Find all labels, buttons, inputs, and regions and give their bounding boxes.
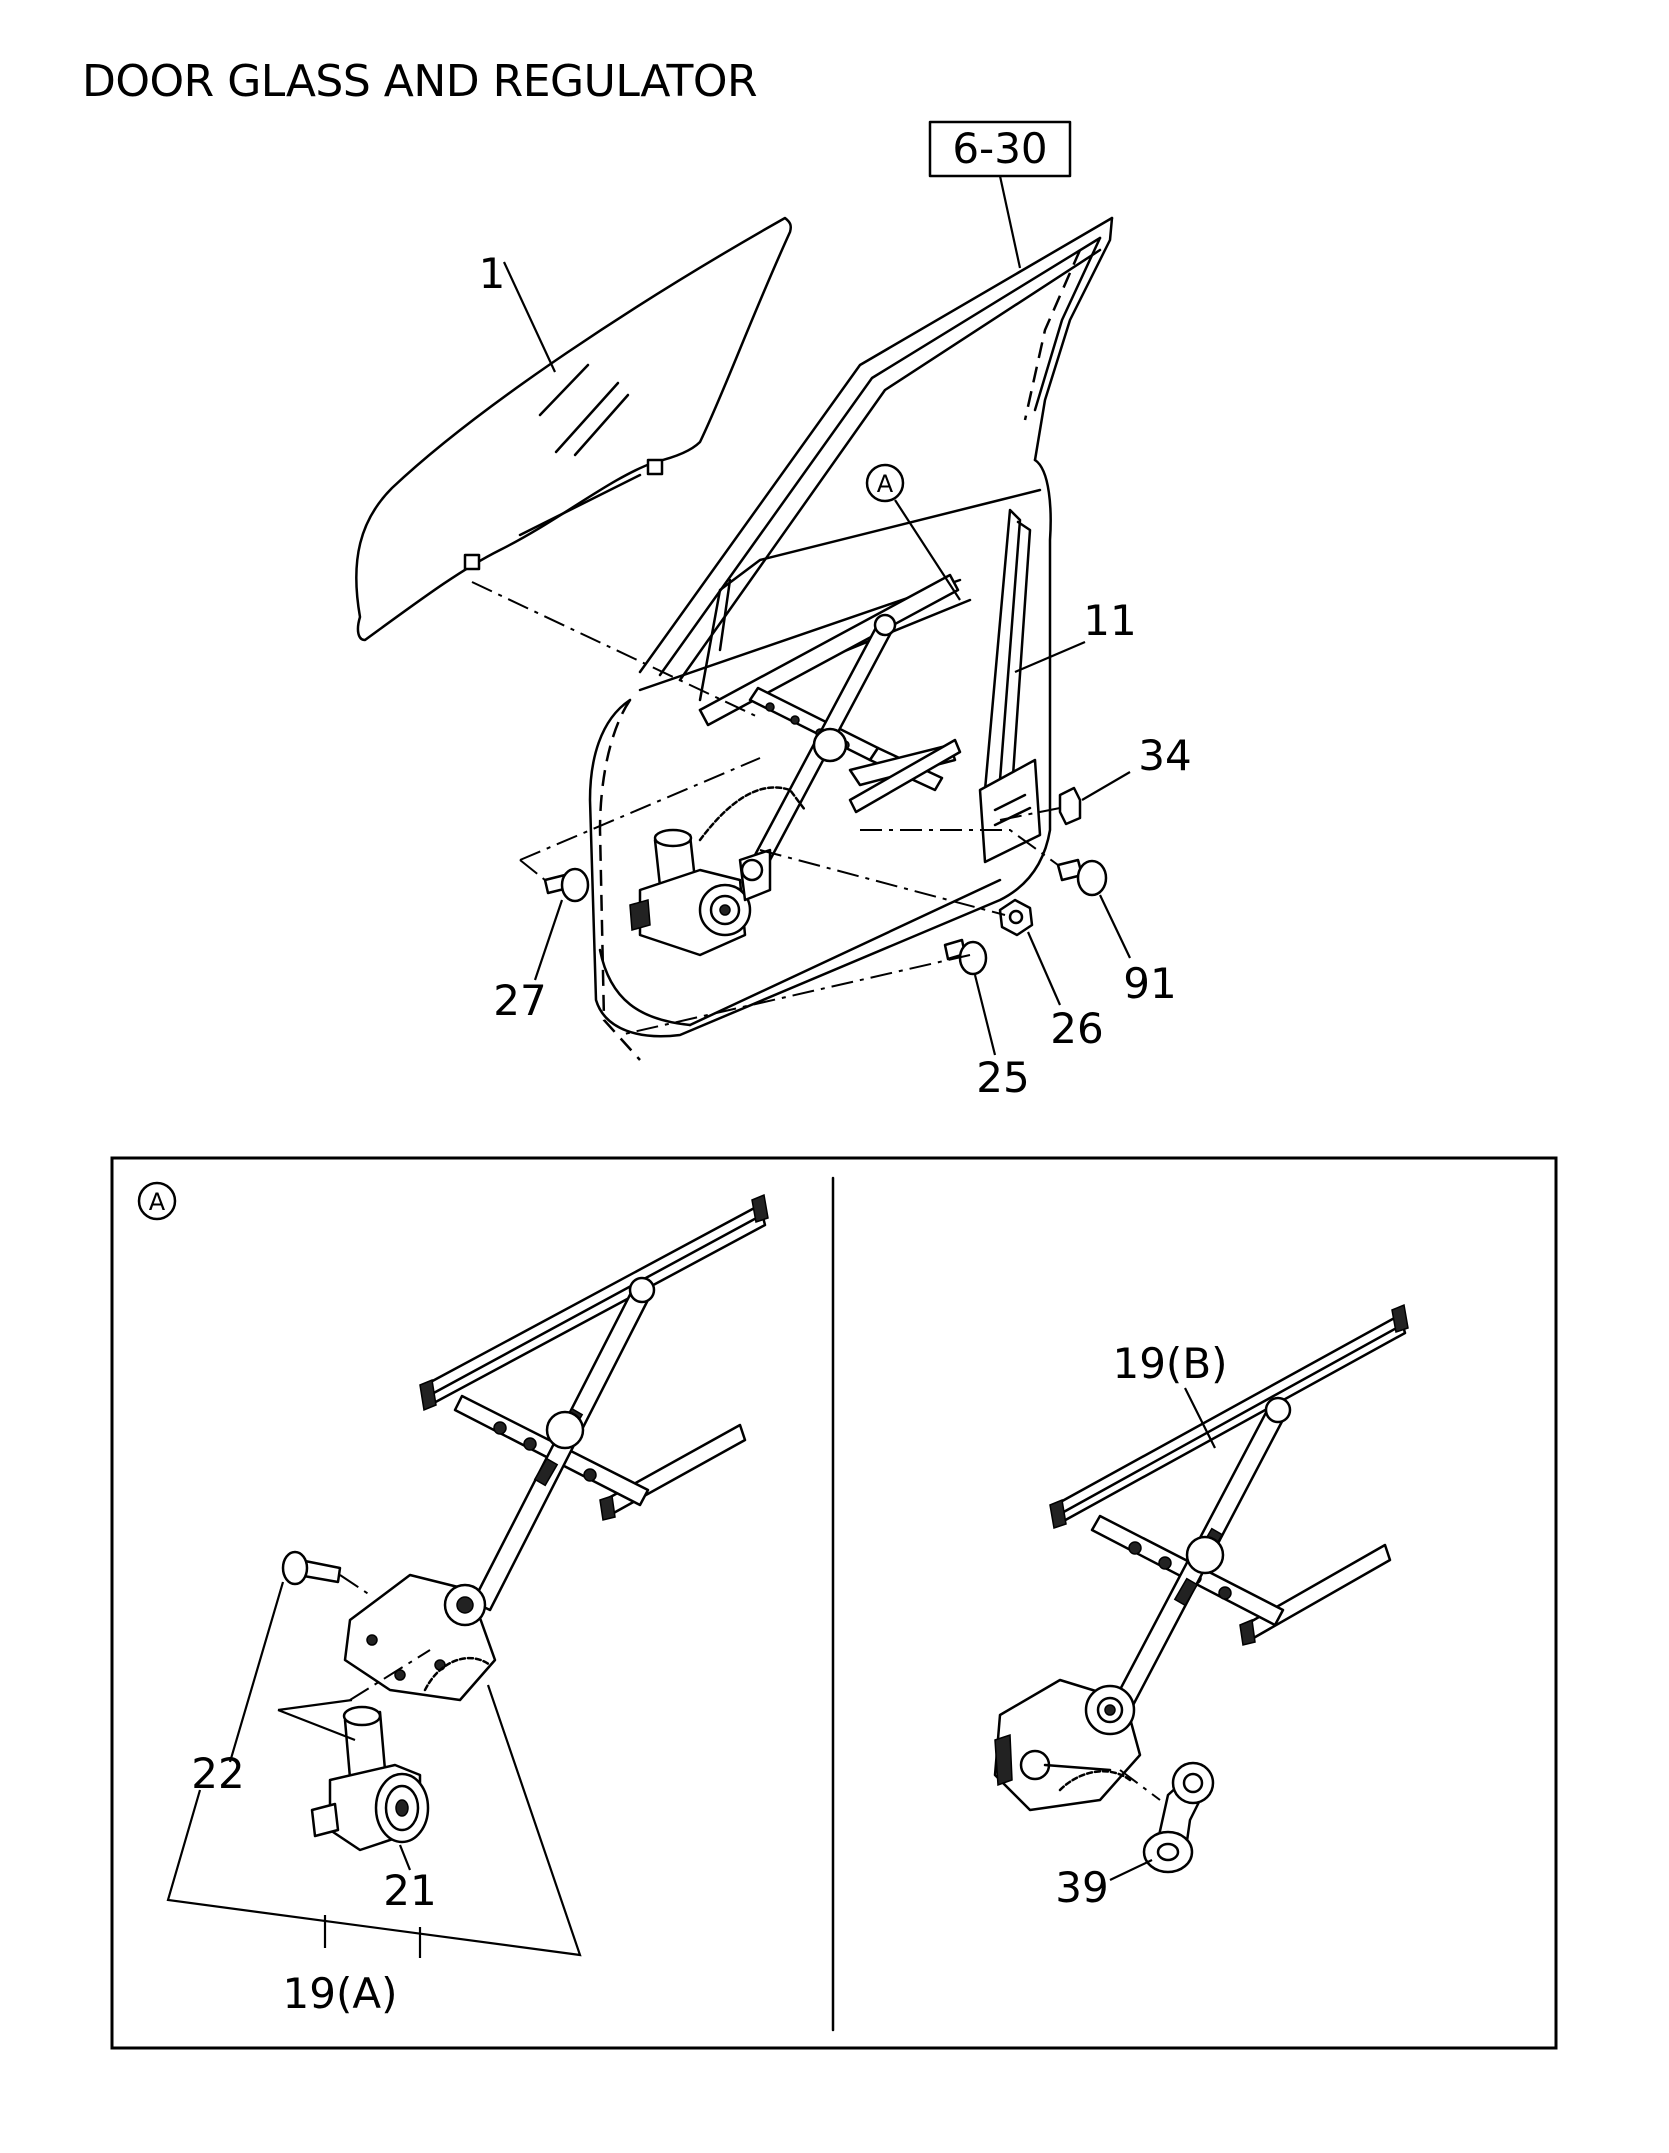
rear-sash-channel[interactable]	[978, 508, 1042, 864]
regulator-19a[interactable]	[343, 1193, 769, 1702]
callout-bolt-22: 22	[191, 1749, 244, 1798]
glass-reflection-line	[538, 363, 590, 417]
assembly-line-motor	[349, 1649, 431, 1701]
assembly-line-nut-26	[759, 849, 1006, 916]
assembly-line-clip	[999, 807, 1061, 821]
callout-bolt-91: 91	[1123, 959, 1176, 1008]
detail-marker-upper-label: A	[877, 470, 894, 498]
reference-box-label: 6-30	[952, 124, 1047, 173]
callout-bolt-27: 27	[493, 976, 546, 1025]
callout-regulator-19b: 19(B)	[1112, 1339, 1227, 1388]
detail-marker-panel-label: A	[149, 1188, 166, 1216]
assembly-line-handle	[1119, 1769, 1161, 1801]
bracket-19a	[166, 1684, 582, 1957]
page-title: DOOR GLASS AND REGULATOR	[82, 56, 758, 107]
glass-reflection-line	[573, 393, 630, 457]
assembly-line-bolt-27	[519, 757, 761, 861]
motor-21-leader	[398, 1844, 412, 1871]
bolt-27-leader	[533, 899, 564, 981]
bolt-27[interactable]	[543, 867, 590, 903]
nut-26-leader	[1026, 931, 1062, 1006]
callout-motor-21: 21	[383, 1866, 436, 1915]
bolt-22-leader	[228, 1581, 285, 1763]
bolt-91[interactable]	[1056, 858, 1108, 897]
motor-21[interactable]	[310, 1705, 430, 1852]
assembly-line-bolt-22	[339, 1574, 371, 1596]
nut-26[interactable]	[998, 898, 1034, 937]
sash-leader	[1014, 640, 1086, 674]
clip-leader	[1081, 771, 1131, 801]
glass-tab	[646, 458, 664, 476]
assembly-line-bolt-91	[860, 829, 1059, 866]
handle-39-leader	[1109, 1859, 1153, 1881]
motor-bracket-lines	[277, 1698, 356, 1742]
bolt-91-leader	[1099, 894, 1131, 959]
bolt-22[interactable]	[281, 1550, 342, 1586]
glass-leader	[503, 261, 556, 373]
callout-glass: 1	[479, 249, 506, 298]
handle-39[interactable]	[1142, 1761, 1215, 1874]
reference-box[interactable]: 6-30	[928, 120, 1072, 178]
regulator-19b-leader	[1184, 1387, 1216, 1449]
glass-tab	[463, 553, 481, 571]
callout-bolt-25: 25	[976, 1053, 1029, 1102]
callout-sash: 11	[1083, 596, 1136, 645]
bolt-25-leader	[973, 974, 997, 1056]
callout-handle-39: 39	[1055, 1863, 1108, 1912]
detail-marker-leader	[894, 499, 961, 601]
clip-34[interactable]	[1058, 786, 1082, 826]
detail-marker-panel[interactable]: A	[137, 1181, 177, 1221]
callout-nut-26: 26	[1050, 1004, 1103, 1053]
detail-marker-upper[interactable]: A	[865, 463, 905, 503]
callout-clip: 34	[1138, 731, 1191, 780]
window-regulator-installed[interactable]	[629, 573, 965, 957]
regulator-19b[interactable]	[993, 1303, 1409, 1812]
assembly-line-glass	[471, 581, 761, 719]
detail-panel	[110, 1156, 1558, 2050]
callout-regulator-19a: 19(A)	[283, 1969, 398, 2018]
assembly-line-bolt-25	[619, 954, 971, 1036]
reference-leader	[998, 175, 1022, 269]
glass-reflection-line	[554, 381, 620, 454]
door-glass[interactable]	[355, 216, 793, 642]
